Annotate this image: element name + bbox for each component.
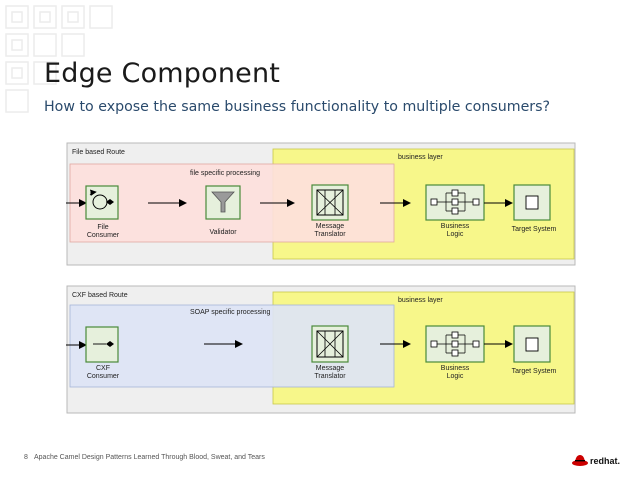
cxf-route: CXF based Route business layer SOAP spec… xyxy=(66,285,576,414)
slide-subtitle: How to expose the same business function… xyxy=(44,99,551,115)
slide-title: Edge Component xyxy=(44,58,281,89)
cxf-consumer-label-2: Consumer xyxy=(87,373,120,380)
cxf-route-label: CXF based Route xyxy=(72,292,128,299)
business-logic-label-2: Logic xyxy=(447,373,464,380)
business-layer-label: business layer xyxy=(398,297,443,304)
file-processing-label: file specific processing xyxy=(190,170,260,177)
target-system-icon xyxy=(513,184,551,221)
file-route-label: File based Route xyxy=(72,149,125,156)
logo-text: redhat. xyxy=(590,456,620,466)
file-consumer-label-1: File xyxy=(97,224,108,231)
soap-processing-label: SOAP specific processing xyxy=(190,309,271,316)
message-translator-icon xyxy=(311,325,349,363)
footer-text: Apache Camel Design Patterns Learned Thr… xyxy=(34,454,265,461)
target-system-icon xyxy=(513,325,551,363)
business-logic-icon xyxy=(425,325,485,363)
edge-component-diagram: File based Route business layer file spe… xyxy=(66,142,576,414)
redhat-logo: redhat. xyxy=(572,455,620,466)
target-system-label: Target System xyxy=(512,368,557,375)
translator-label-2: Translator xyxy=(314,373,346,380)
decorative-corner-pattern xyxy=(5,5,113,113)
file-consumer-label-2: Consumer xyxy=(87,232,120,239)
business-logic-label-2: Logic xyxy=(447,231,464,238)
business-logic-label-1: Business xyxy=(441,365,470,372)
business-layer-label: business layer xyxy=(398,154,443,161)
validator-label: Validator xyxy=(209,229,237,236)
business-logic-icon xyxy=(425,184,485,221)
business-logic-label-1: Business xyxy=(441,223,470,230)
target-system-label: Target System xyxy=(512,226,557,233)
file-consumer-icon xyxy=(85,185,119,220)
page-number: 8 xyxy=(24,454,28,461)
cxf-consumer-icon xyxy=(85,326,119,363)
translator-label-2: Translator xyxy=(314,231,346,238)
file-route: File based Route business layer file spe… xyxy=(66,142,576,266)
translator-label-1: Message xyxy=(316,365,345,372)
cxf-consumer-label-1: CXF xyxy=(96,365,110,372)
message-translator-icon xyxy=(311,184,349,221)
validator-filter-icon xyxy=(205,185,241,220)
translator-label-1: Message xyxy=(316,223,345,230)
